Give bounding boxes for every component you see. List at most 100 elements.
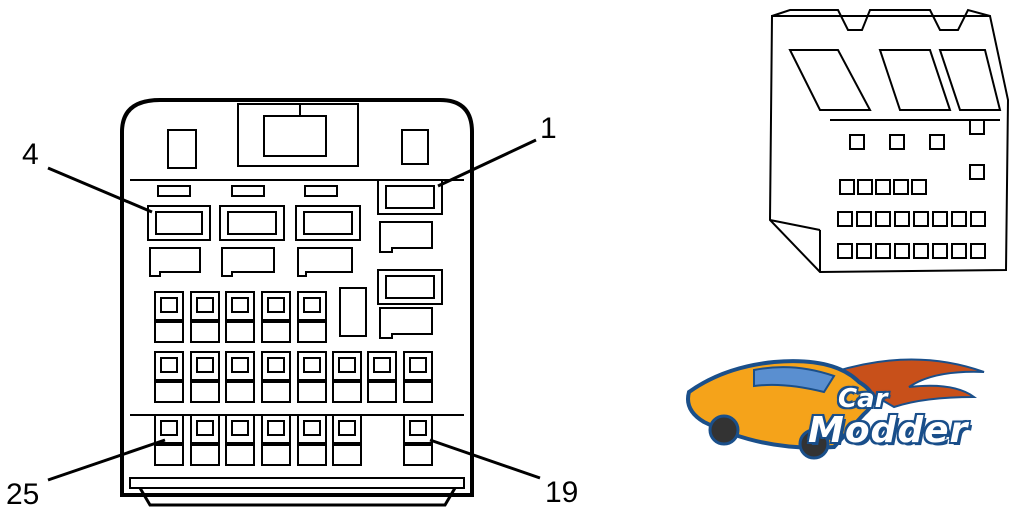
iso-pin-cavity — [932, 243, 948, 259]
pin-cavity-base — [367, 381, 397, 403]
cavity-large — [219, 205, 285, 241]
carmodder-logo — [686, 358, 985, 460]
iso-pin-cavity — [913, 211, 929, 227]
iso-pin-cavity — [911, 179, 927, 195]
pin-cavity-base — [261, 381, 291, 403]
latch — [237, 103, 359, 167]
pin-cavity-base — [332, 444, 362, 466]
pin-cavity — [297, 291, 327, 321]
pin-cavity-inner — [267, 420, 285, 436]
pin-cavity-base — [297, 381, 327, 403]
iso-pin-cavity — [969, 164, 985, 180]
pin-cavity — [225, 414, 255, 444]
iso-pin-cavity — [894, 243, 910, 259]
iso-pin-cavity — [875, 179, 891, 195]
pin-cavity-inner — [231, 297, 249, 313]
pin-cavity-base — [225, 444, 255, 466]
leader-line-25 — [47, 438, 166, 482]
pin-cavity-inner — [231, 420, 249, 436]
iso-pin-cavity — [857, 179, 873, 195]
iso-pin-cavity — [849, 134, 865, 150]
pin-label-25: 25 — [6, 478, 40, 511]
pin-cavity-inner — [338, 357, 356, 373]
iso-pin-cavity — [856, 243, 872, 259]
pin-cavity-base — [190, 381, 220, 403]
iso-pin-cavity — [932, 211, 948, 227]
pin-cavity-inner — [196, 297, 214, 313]
pin-cavity — [190, 291, 220, 321]
pin-label-4: 4 — [22, 138, 39, 171]
pin-cavity-base — [403, 381, 433, 403]
iso-pin-cavity — [839, 179, 855, 195]
pin-cavity — [332, 414, 362, 444]
iso-pin-cavity — [837, 243, 853, 259]
pin-cavity-inner — [196, 357, 214, 373]
pin-cavity — [367, 351, 397, 381]
pin-cavity — [225, 291, 255, 321]
pin-cavity-base — [225, 381, 255, 403]
iso-pin-cavity — [929, 134, 945, 150]
pin-cavity — [403, 351, 433, 381]
iso-pin-cavity — [893, 179, 909, 195]
pin-cavity-inner — [231, 357, 249, 373]
pin-cavity-base — [403, 444, 433, 466]
pin-cavity-base — [297, 444, 327, 466]
pin-cavity-inner — [160, 297, 178, 313]
iso-pin-cavity — [913, 243, 929, 259]
leader-line-1 — [437, 138, 537, 188]
pin-cavity-base — [225, 321, 255, 343]
pin-cavity-inner — [303, 297, 321, 313]
cavity-large — [295, 205, 361, 241]
pin-cavity — [190, 414, 220, 444]
iso-pin-cavity — [837, 211, 853, 227]
pin-cavity-base — [261, 444, 291, 466]
iso-pin-cavity — [970, 211, 986, 227]
pin-cavity — [261, 291, 291, 321]
pin-cavity — [154, 351, 184, 381]
pin-cavity — [190, 351, 220, 381]
pin-cavity-inner — [373, 357, 391, 373]
pin-cavity-inner — [196, 420, 214, 436]
iso-pin-cavity — [889, 134, 905, 150]
iso-pin-cavity — [969, 119, 985, 135]
iso-pin-cavity — [856, 211, 872, 227]
pin-cavity-base — [154, 381, 184, 403]
pin-cavity-inner — [409, 357, 427, 373]
logo-word-modder: Modder — [808, 410, 969, 451]
pin-cavity — [403, 414, 433, 444]
pin-cavity — [261, 351, 291, 381]
pin-cavity — [261, 414, 291, 444]
pin-cavity — [225, 351, 255, 381]
iso-pin-cavity — [970, 243, 986, 259]
pin-cavity-inner — [160, 357, 178, 373]
pin-cavity — [297, 414, 327, 444]
pin-cavity-inner — [303, 420, 321, 436]
pin-cavity-base — [297, 321, 327, 343]
leader-line-4 — [47, 166, 153, 214]
pin-cavity-inner — [267, 297, 285, 313]
pin-cavity-base — [190, 321, 220, 343]
pin-cavity-base — [190, 444, 220, 466]
iso-pin-cavity — [951, 211, 967, 227]
pin-cavity-base — [332, 381, 362, 403]
cavity-large — [377, 179, 443, 215]
logo-word-car: Car — [838, 384, 888, 414]
pin-cavity-inner — [303, 357, 321, 373]
pin-cavity — [332, 351, 362, 381]
pin-cavity-inner — [338, 420, 356, 436]
iso-pin-cavity — [894, 211, 910, 227]
pin-label-19: 19 — [545, 476, 579, 509]
pin-cavity-base — [154, 321, 184, 343]
iso-pin-cavity — [951, 243, 967, 259]
leader-line-19 — [429, 438, 541, 480]
pin-cavity-base — [154, 444, 184, 466]
cavity-large — [377, 269, 443, 305]
pin-cavity — [297, 351, 327, 381]
iso-pin-cavity — [875, 211, 891, 227]
iso-pin-cavity — [875, 243, 891, 259]
pin-label-1: 1 — [540, 112, 557, 145]
cavity-large — [147, 205, 211, 241]
connector-housing-outline — [120, 98, 474, 497]
